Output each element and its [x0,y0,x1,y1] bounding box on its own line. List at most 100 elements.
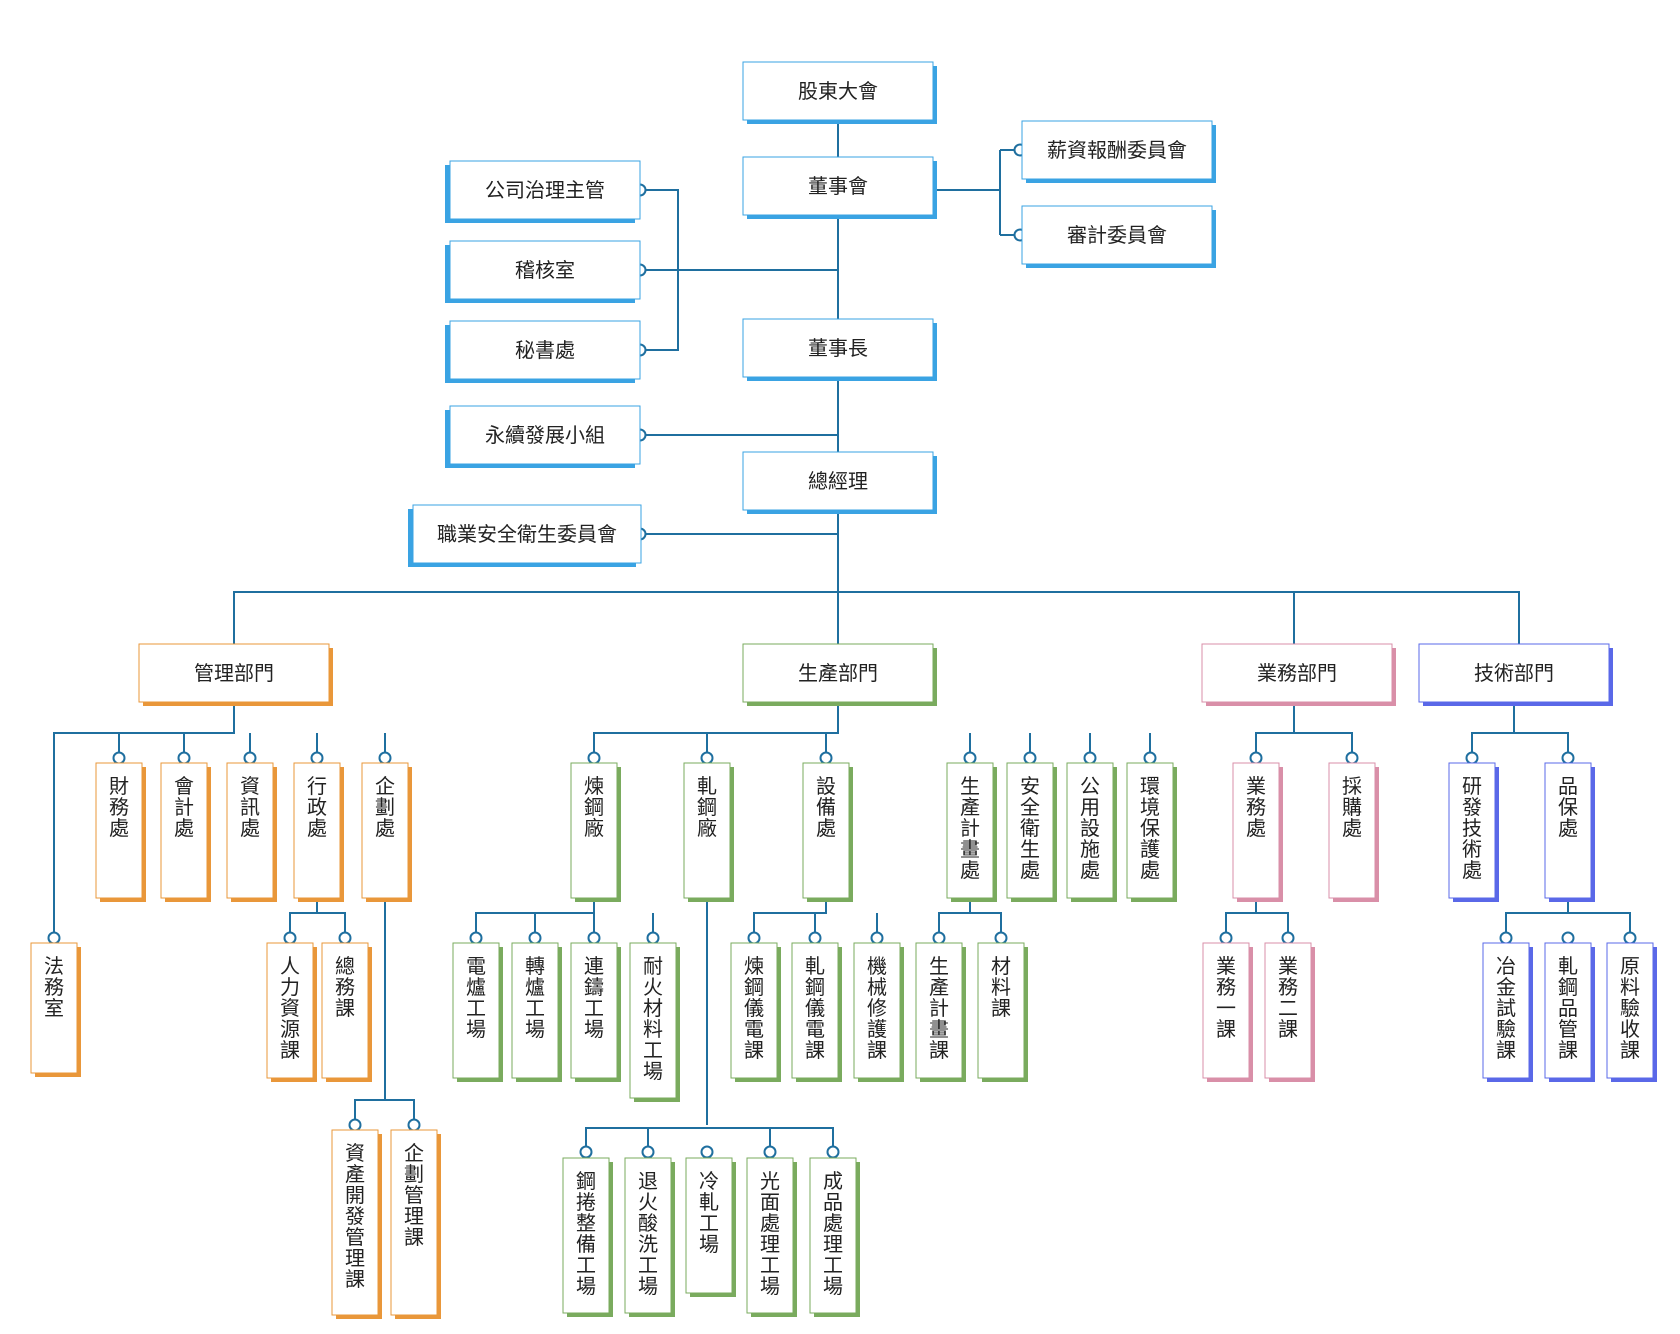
box-metal-test: 冶金試驗課 [1482,942,1533,1082]
box-purchasing: 採購處 [1328,762,1379,902]
connector-dot [243,751,257,765]
box-label: 品保處 [1558,774,1578,840]
box-label: 企劃處 [375,774,395,840]
box-finance: 財務處 [95,762,146,902]
box-label: 財務處 [109,774,129,840]
box-label: 生產部門 [798,661,878,685]
box-label: 總經理 [808,469,868,493]
connector-dot [826,1145,840,1159]
box-label: 公用設施處 [1080,774,1100,882]
box-sustainability: 永續發展小組 [445,405,641,468]
box-utilities: 公用設施處 [1066,762,1117,902]
box-mech: 機械修護課 [853,942,904,1082]
box-label: 連鑄工場 [584,954,604,1041]
box-audit-committee: 審計委員會 [1021,205,1216,268]
connector-dot [819,751,833,765]
connector-dot [963,751,977,765]
box-rd: 研發技術處 [1448,762,1499,902]
box-board: 董事會 [742,156,937,219]
box-biz1: 業務一課 [1202,942,1253,1082]
box-admin: 管理部門 [138,643,333,706]
box-material: 材料課 [977,942,1028,1082]
box-rolling: 軋鋼廠 [683,762,734,902]
connector-dot [763,1145,777,1159]
box-label: 鋼捲整備工場 [576,1169,596,1298]
box-converter: 轉爐工場 [511,942,562,1082]
connector-dot [47,931,61,945]
connector-dot [587,931,601,945]
box-roll-qc: 軋鋼品管課 [1544,942,1595,1082]
connector-line [1505,898,1631,938]
box-label: 採購處 [1342,774,1362,840]
box-steelmaking: 煉鋼廠 [570,762,621,902]
connector-line [938,898,1002,938]
connector-dot [1623,931,1637,945]
connector-dot [1561,751,1575,765]
connector-dot [646,931,660,945]
box-label: 退火酸洗工場 [638,1169,658,1298]
box-prod-planning: 生產計畫處 [946,762,997,902]
connector-line [937,149,1020,236]
connector-dot [1023,751,1037,765]
box-annealing: 退火酸洗工場 [624,1157,675,1317]
box-label: 電爐工場 [466,954,486,1041]
connector-line [354,898,415,1125]
box-label: 董事會 [808,174,868,198]
connector-dot [1143,751,1157,765]
box-label: 管理部門 [194,661,274,685]
box-label: 審計委員會 [1067,223,1167,247]
box-prod-plan-sec: 生產計畫課 [915,942,966,1082]
box-label: 業務二課 [1278,954,1298,1041]
connector-line [233,591,1520,644]
box-equipment: 設備處 [802,762,853,902]
box-label: 安全衛生處 [1020,774,1040,882]
box-label: 秘書處 [515,338,575,362]
box-accounting: 會計處 [160,762,211,902]
box-label: 冷軋工場 [699,1169,719,1256]
box-label: 耐火材料工場 [643,954,663,1083]
connector-dot [579,1145,593,1159]
box-label: 轉爐工場 [525,954,545,1041]
box-caster: 連鑄工場 [570,942,621,1082]
box-label: 業務一課 [1216,954,1236,1041]
box-label: 軋鋼儀電課 [805,954,825,1062]
box-asset-dev: 資產開發管理課 [331,1129,382,1319]
connector-dot [112,751,126,765]
box-tech: 技術部門 [1418,643,1613,706]
box-raw-test: 原料驗收課 [1606,942,1657,1082]
box-finishing: 成品處理工場 [809,1157,860,1317]
box-label: 軋鋼品管課 [1558,954,1578,1062]
connector-dot [1249,751,1263,765]
connector-dot [407,1118,421,1132]
connector-line [1255,702,1353,758]
connector-dot [870,931,884,945]
box-label: 行政處 [307,774,327,840]
org-boxes: 股東大會董事會董事長總經理薪資報酬委員會審計委員會公司治理主管稽核室秘書處永續發… [30,61,1657,1319]
box-label: 資訊處 [240,774,260,840]
box-label: 資產開發管理課 [345,1141,365,1291]
box-label: 研發技術處 [1462,774,1482,882]
box-label: 股東大會 [798,79,878,103]
box-label: 人力資源課 [280,954,300,1062]
connector-dot [1465,751,1479,765]
box-administration: 行政處 [293,762,344,902]
connector-line [593,702,1151,758]
box-label: 薪資報酬委員會 [1047,138,1187,162]
connector-line [53,702,235,938]
connector-dot [378,751,392,765]
box-shareholders: 股東大會 [742,61,937,124]
box-label: 冶金試驗課 [1496,954,1516,1062]
box-safety-health: 安全衛生處 [1006,762,1057,902]
connector-dot [1083,751,1097,765]
box-audit-office: 稽核室 [445,240,641,303]
connector-dot [1499,931,1513,945]
box-label: 環境保護處 [1140,774,1160,882]
connector-dots [47,143,1637,1159]
connector-dot [700,1145,714,1159]
box-legal: 法務室 [30,942,81,1077]
connector-dot [641,1145,655,1159]
connector-dot [1561,931,1575,945]
box-qa: 品保處 [1544,762,1595,902]
box-hr: 人力資源課 [266,942,317,1082]
box-secretariat: 秘書處 [445,320,641,383]
